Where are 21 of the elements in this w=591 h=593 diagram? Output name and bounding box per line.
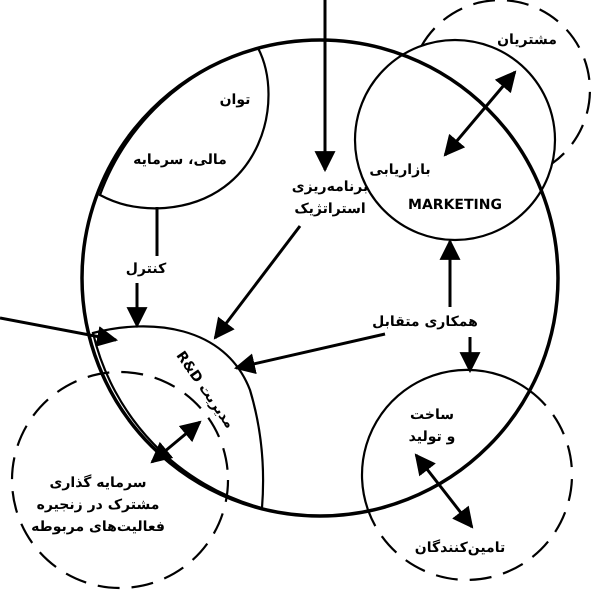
arrow — [234, 332, 386, 374]
arrow — [126, 283, 148, 328]
node-label: تامین‌کنندگان — [414, 538, 506, 558]
arrow — [0, 316, 118, 347]
node-label: MARKETING — [408, 196, 502, 215]
arrow — [314, 0, 336, 172]
node-label: کنترل — [126, 258, 166, 280]
double-arrow — [414, 453, 474, 529]
node-label: ساخت و تولید — [408, 406, 456, 447]
connector-line — [156, 207, 158, 256]
node-label: توان — [220, 91, 250, 110]
node-label: همکاری متقابل — [372, 311, 478, 333]
arrow — [460, 337, 480, 374]
arrow — [214, 225, 302, 340]
node-label: مشتریان — [497, 31, 557, 50]
arrow — [440, 238, 460, 307]
double-arrow — [150, 420, 202, 464]
node-label: مالی، سرمایه — [133, 151, 227, 170]
node-label: سرمایه گذاری مشترک در زنجیره فعالیت‌های مربوطه — [30, 473, 166, 537]
node-label: مدیریت R&D — [172, 347, 238, 434]
double-arrow — [444, 70, 516, 157]
